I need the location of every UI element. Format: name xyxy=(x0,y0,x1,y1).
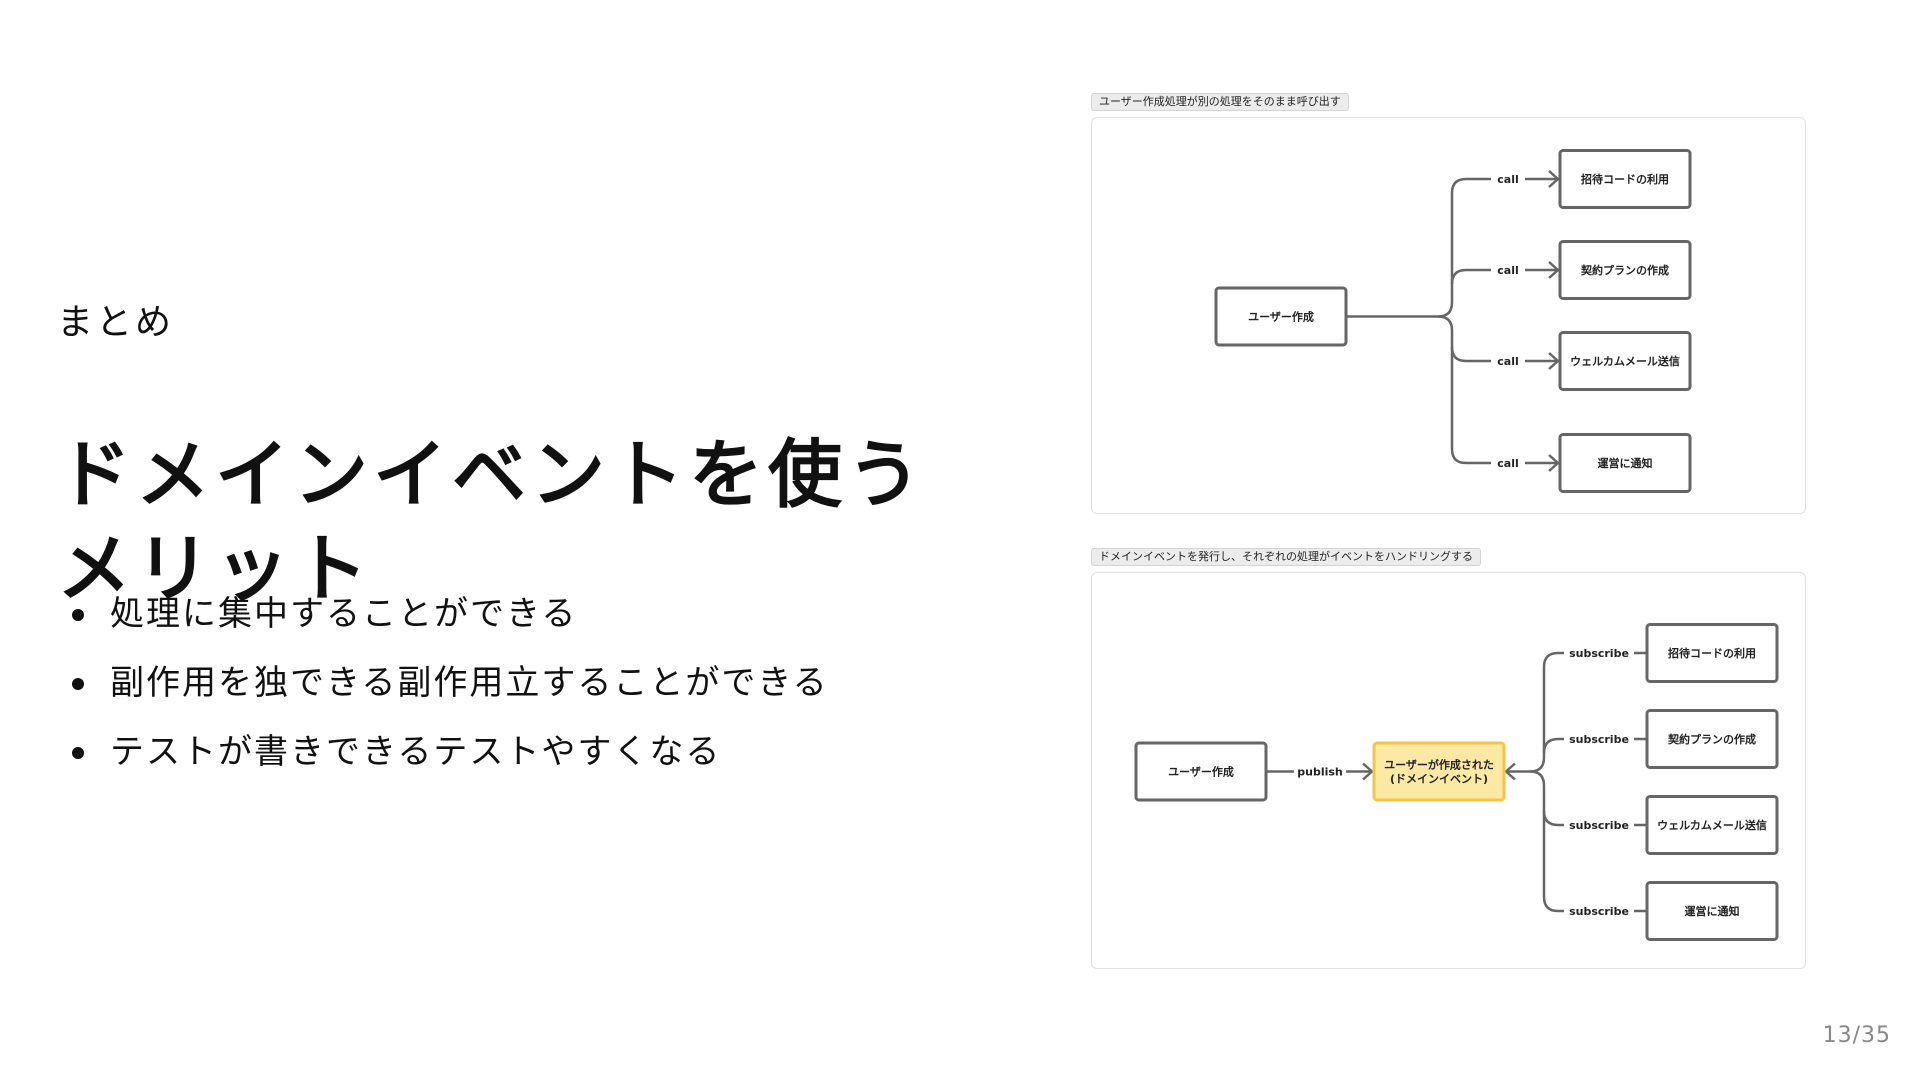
section-kicker: まとめ xyxy=(57,302,175,343)
top-diagram: call 招待コードの利用 call 契約プランの作成 call ウェルカムメール送信 ca… xyxy=(1091,117,1806,514)
bottom-branch-2 xyxy=(1542,737,1559,754)
top-source-node: ユーザー作成 xyxy=(1214,286,1348,347)
page-number: 13/35 xyxy=(1822,1023,1891,1048)
bottom-diagram-caption: ドメインイベントを発行し、それぞれの処理がイベントをハンドリングする xyxy=(1091,548,1481,566)
bottom-target-node-label: ウェルカムメール送信 xyxy=(1657,818,1767,832)
svg-text:publish: publish xyxy=(1297,766,1343,779)
bottom-branch-3 xyxy=(1542,810,1559,827)
domain-event-node: ユーザーが作成された(ドメインイベント) xyxy=(1372,741,1506,802)
bottom-branch-down xyxy=(1529,770,1559,913)
svg-text:call: call xyxy=(1497,173,1518,186)
svg-text:subscribe: subscribe xyxy=(1569,733,1629,746)
top-target-node-label: 契約プランの作成 xyxy=(1580,263,1669,277)
top-branch-3 xyxy=(1450,346,1467,363)
benefit-item: 処理に集中することができる xyxy=(70,588,829,657)
bottom-diagram-canvas: publish subscribe 招待コードの利用 subscribe 契約プランの作… xyxy=(1134,623,1779,941)
benefit-item: 副作用を独できる副作用立することができる xyxy=(70,657,829,726)
top-call-arrow xyxy=(1548,261,1560,279)
subscribe-label: subscribe xyxy=(1564,645,1634,661)
svg-text:subscribe: subscribe xyxy=(1569,819,1629,832)
svg-text:call: call xyxy=(1497,355,1518,368)
top-call-arrow xyxy=(1548,170,1560,188)
slide-title: ドメインイベントを使う メリット xyxy=(57,428,957,616)
top-branch-up xyxy=(1437,177,1467,318)
subscribe-label: subscribe xyxy=(1564,731,1634,747)
top-call-label: call xyxy=(1491,353,1525,369)
publish-arrow xyxy=(1362,762,1374,781)
slide-title-line-1: ドメインイベントを使う xyxy=(57,431,926,518)
bottom-source-node-label: ユーザー作成 xyxy=(1168,765,1234,779)
bottom-target-node-label: 契約プランの作成 xyxy=(1667,732,1756,746)
top-call-label: call xyxy=(1491,455,1525,471)
top-diagram-canvas: call 招待コードの利用 call 契約プランの作成 call ウェルカムメール送信 ca… xyxy=(1214,149,1692,493)
svg-text:subscribe: subscribe xyxy=(1569,905,1629,918)
bottom-branch-up xyxy=(1529,651,1559,773)
svg-text:call: call xyxy=(1497,264,1518,277)
top-target-node: 契約プランの作成 xyxy=(1558,240,1692,300)
bottom-target-node: 招待コードの利用 xyxy=(1645,623,1779,683)
subscribe-label: subscribe xyxy=(1564,903,1634,919)
benefit-item: テストが書きできるテストやすくなる xyxy=(70,726,829,795)
domain-event-node-label: (ドメインイベント) xyxy=(1390,773,1488,786)
top-call-arrow xyxy=(1548,352,1560,370)
bottom-target-node: 契約プランの作成 xyxy=(1645,709,1779,769)
bottom-target-node-label: 運営に通知 xyxy=(1685,904,1740,918)
top-target-node: 招待コードの利用 xyxy=(1558,149,1692,209)
top-target-node-label: 運営に通知 xyxy=(1598,456,1653,470)
bottom-target-node: ウェルカムメール送信 xyxy=(1645,795,1779,855)
top-call-arrow xyxy=(1548,454,1560,472)
top-diagram-caption: ユーザー作成処理が別の処理をそのまま呼び出す xyxy=(1091,93,1349,111)
benefit-list: 処理に集中することができる 副作用を独できる副作用立することができる テストが書… xyxy=(70,588,829,795)
bottom-source-node: ユーザー作成 xyxy=(1134,741,1268,802)
top-branch-2 xyxy=(1450,268,1467,285)
top-target-node-label: 招待コードの利用 xyxy=(1581,172,1669,186)
bottom-target-node: 運営に通知 xyxy=(1645,881,1779,941)
top-branch-down xyxy=(1437,315,1467,465)
bottom-diagram: publish subscribe 招待コードの利用 subscribe 契約プランの作… xyxy=(1091,572,1806,969)
svg-text:call: call xyxy=(1497,457,1518,470)
top-target-node: 運営に通知 xyxy=(1558,433,1692,493)
top-call-label: call xyxy=(1491,262,1525,278)
slide-title-line-2: メリット xyxy=(57,525,373,612)
svg-text:subscribe: subscribe xyxy=(1569,647,1629,660)
publish-label: publish xyxy=(1294,763,1346,780)
subscribe-arrow xyxy=(1504,762,1516,781)
top-target-node: ウェルカムメール送信 xyxy=(1558,331,1692,391)
domain-event-node-label: ユーザーが作成された xyxy=(1384,758,1494,772)
top-source-node-label: ユーザー作成 xyxy=(1248,310,1314,324)
subscribe-label: subscribe xyxy=(1564,817,1634,833)
top-target-node-label: ウェルカムメール送信 xyxy=(1570,354,1680,368)
bottom-target-node-label: 招待コードの利用 xyxy=(1668,646,1756,660)
top-call-label: call xyxy=(1491,171,1525,187)
